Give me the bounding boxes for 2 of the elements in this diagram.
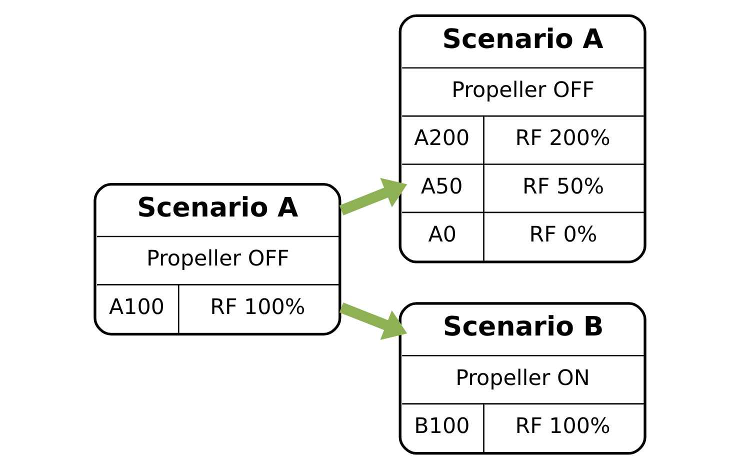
arrow — [339, 302, 408, 340]
arrow — [339, 177, 408, 215]
